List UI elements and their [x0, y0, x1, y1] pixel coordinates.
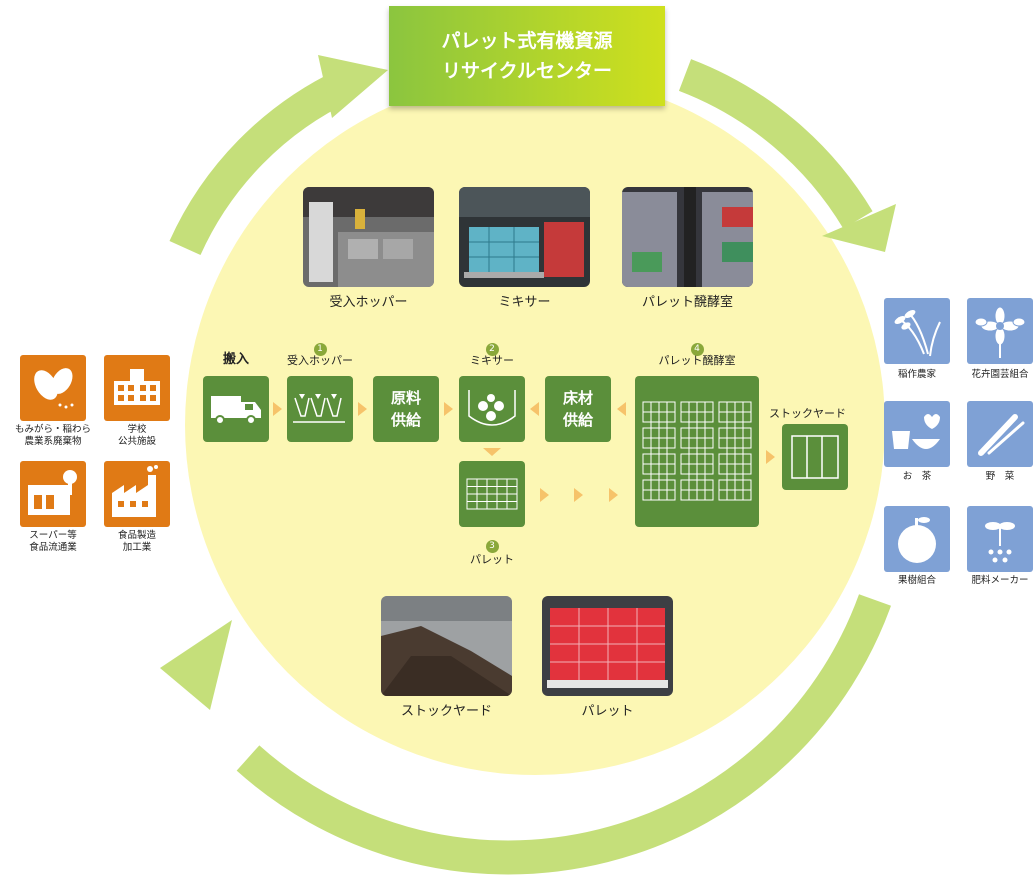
source-label-store: スーパー等 食品流通業	[0, 530, 108, 554]
raw-supply-line1: 原料	[390, 389, 421, 407]
step1-label: 受入ホッパー	[287, 354, 353, 367]
step1-number-wrap: 1	[287, 336, 353, 356]
bed-supply-line1: 床材	[562, 389, 593, 407]
center-title-box: パレット式有機資源 リサイクルセンター	[389, 6, 665, 106]
rice-icon	[884, 298, 950, 364]
fruit-icon	[884, 506, 950, 572]
center-title-line2: リサイクルセンター	[441, 60, 613, 82]
source-label-factory: 食品製造 加工業	[82, 530, 192, 554]
flow-arrow	[766, 450, 775, 464]
peanut-icon	[20, 355, 86, 421]
cycle-arrow-top-right	[678, 59, 896, 252]
source-agri-line1: もみがら・稲わら	[14, 424, 91, 435]
step4-number-wrap: 4	[635, 336, 759, 356]
bed-supply-box: 床材 供給	[545, 376, 611, 442]
flow-arrow	[617, 402, 626, 416]
hopper-photo	[303, 187, 434, 287]
stockyard-photo	[381, 596, 512, 696]
dest-label-fertilizer: 肥料メーカー	[971, 575, 1029, 586]
step3-number: 3	[485, 540, 499, 553]
cycle-arrow-bottom-right	[160, 594, 891, 875]
flower-icon	[967, 298, 1033, 364]
dest-label-vegetable: 野 菜	[985, 471, 1015, 482]
mixer-icon	[468, 390, 516, 426]
step4-number: 4	[690, 343, 704, 356]
intake-box	[203, 376, 269, 442]
flow-arrow	[530, 402, 539, 416]
fermentation-box	[635, 376, 759, 527]
step3-number-wrap: 3	[459, 533, 525, 553]
step2-number: 2	[485, 343, 499, 356]
flow-arrow	[609, 488, 618, 502]
hopper-photo-caption: 受入ホッパー	[329, 295, 408, 310]
vegetable-icon	[967, 401, 1033, 467]
pallet-photo-caption: パレット	[581, 704, 634, 719]
hopper-icon	[293, 394, 345, 423]
step3-label: パレット	[470, 553, 514, 566]
pallet-photo	[542, 596, 673, 696]
mixer-photo	[459, 187, 590, 287]
pallet-box	[459, 461, 525, 527]
store-icon	[20, 461, 86, 527]
pallet-rack-icon	[642, 401, 752, 501]
dest-label-rice: 稲作農家	[897, 369, 936, 380]
center-title-line1: パレット式有機資源	[441, 30, 613, 52]
source-factory-line2: 加工業	[122, 542, 152, 553]
fermentation-photo	[622, 187, 753, 287]
dest-label-flower: 花卉園芸組合	[971, 369, 1029, 380]
step2-label: ミキサー	[470, 354, 514, 367]
source-label-school: 学校 公共施設	[82, 424, 192, 448]
flow-arrow	[540, 488, 549, 502]
intake-label: 搬入	[222, 352, 249, 367]
step2-number-wrap: 2	[459, 336, 525, 356]
step4-label: パレット醗酵室	[658, 354, 736, 367]
bed-supply-line2: 供給	[562, 411, 593, 429]
tea-icon	[884, 401, 950, 467]
mixer-photo-caption: ミキサー	[498, 295, 551, 310]
dest-label-fruit: 果樹組合	[897, 575, 936, 586]
flow-arrow	[444, 402, 453, 416]
fertilizer-icon	[967, 506, 1033, 572]
source-label-agri: もみがら・稲わら 農業系廃棄物	[0, 424, 108, 448]
stockyard-box	[782, 424, 848, 490]
source-school-line2: 公共施設	[117, 436, 156, 447]
source-school-line1: 学校	[127, 424, 147, 435]
dest-label-tea: お 茶	[902, 471, 932, 482]
stockyard-label: ストックヤード	[769, 407, 846, 420]
fermentation-photo-caption: パレット醗酵室	[641, 295, 733, 310]
mixer-box	[459, 376, 525, 442]
flow-arrow-down	[483, 448, 501, 456]
pallet-grid-icon	[466, 478, 518, 510]
raw-supply-line2: 供給	[390, 411, 421, 429]
source-store-line2: 食品流通業	[29, 542, 77, 553]
stockyard-photo-caption: ストックヤード	[400, 704, 492, 719]
flow-arrow	[574, 488, 583, 502]
truck-icon	[211, 396, 261, 425]
step1-number: 1	[313, 343, 327, 356]
flow-arrow	[358, 402, 367, 416]
cycle-arrow-top-left	[169, 55, 388, 256]
hopper-box	[287, 376, 353, 442]
source-store-line1: スーパー等	[29, 530, 77, 541]
source-agri-line2: 農業系廃棄物	[24, 436, 82, 447]
factory-icon	[104, 461, 170, 527]
flow-arrow	[273, 402, 282, 416]
raw-supply-box: 原料 供給	[373, 376, 439, 442]
school-icon	[104, 355, 170, 421]
source-factory-line1: 食品製造	[117, 530, 156, 541]
stockyard-icon	[791, 435, 839, 479]
